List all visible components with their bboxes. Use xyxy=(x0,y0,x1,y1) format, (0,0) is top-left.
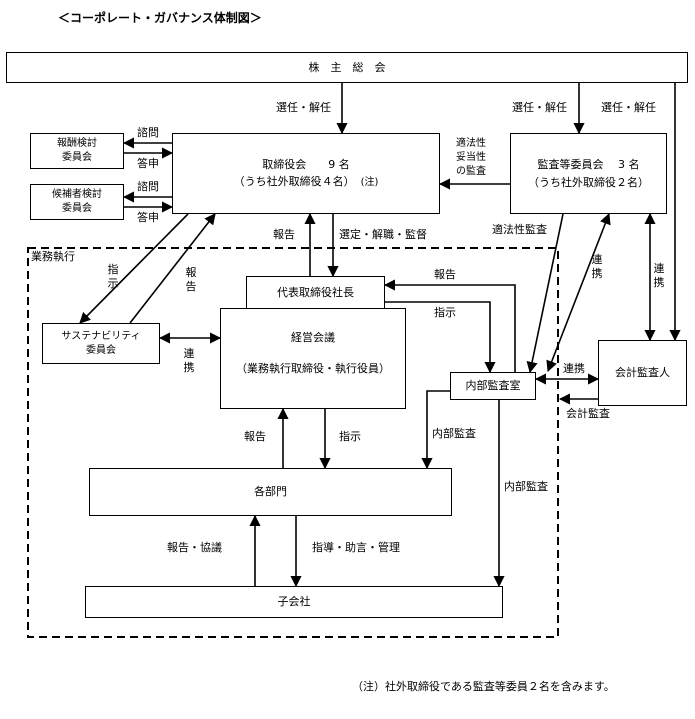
board-note-ref: (注) xyxy=(360,177,379,189)
footnote: （注）社外取締役である監査等委員２名を含みます。 xyxy=(352,680,615,693)
audit-line1: 監査等委員会 3 名 xyxy=(537,158,640,172)
president-box: 代表取締役社長 xyxy=(246,276,385,309)
label-legality-3: の監査 xyxy=(456,166,486,177)
arrow-internal-audit-dept xyxy=(421,390,450,470)
label-legality-audit: 適法性監査 xyxy=(492,223,547,236)
remuneration-line2: 委員会 xyxy=(62,152,92,163)
internal-audit-office-box: 内部監査室 xyxy=(450,372,536,400)
label-cooperate-auditor: 連携 xyxy=(653,262,665,290)
accounting-auditor-label: 会計監査人 xyxy=(615,366,670,380)
sustainability-committee-box: サステナビリティ 委員会 xyxy=(42,323,160,364)
label-elect-dismiss-3: 選任・解任 xyxy=(601,101,656,114)
remuneration-committee-box: 報酬検討 委員会 xyxy=(30,133,124,169)
label-report-sus: 報告 xyxy=(185,266,197,294)
label-report-board: 報告 xyxy=(273,228,295,241)
label-cooperate-ia: 連携 xyxy=(563,362,585,375)
arrow-report-ia xyxy=(383,279,516,372)
nomination-line1: 候補者検討 xyxy=(52,189,102,200)
label-select-dismiss-supervise: 選定・解職・監督 xyxy=(339,228,427,241)
arrow-instruct-ia xyxy=(385,301,496,374)
label-instruct-sus: 指示 xyxy=(107,263,119,291)
label-cooperate-audit: 連携 xyxy=(591,253,603,281)
board-line2: （うち社外取締役４名）(注) xyxy=(233,175,379,189)
arrow-instruct-sus xyxy=(79,213,189,324)
departments-box: 各部門 xyxy=(89,468,452,516)
shareholders-meeting-box: 株 主 総 会 xyxy=(6,52,688,83)
diagram-title: ＜コーポレート・ガバナンス体制図＞ xyxy=(58,11,262,25)
shareholders-meeting-label: 株 主 総 会 xyxy=(308,60,386,74)
label-consult-1: 諮問 xyxy=(137,126,159,139)
label-reply-2: 答申 xyxy=(137,211,159,224)
audit-line2: （うち社外取締役２名） xyxy=(528,175,649,189)
label-report-consult: 報告・協議 xyxy=(167,541,222,554)
sustainability-line2: 委員会 xyxy=(86,344,116,356)
board-line1: 取締役会 9 名 xyxy=(262,158,350,172)
label-internal-audit-1: 内部監査 xyxy=(432,427,476,440)
president-label: 代表取締役社長 xyxy=(277,285,354,299)
management-line2: （業務執行取締役・執行役員） xyxy=(236,362,390,376)
label-elect-dismiss-2: 選任・解任 xyxy=(512,101,567,114)
board-of-directors-box: 取締役会 9 名 （うち社外取締役４名）(注) xyxy=(172,133,440,214)
remuneration-line1: 報酬検討 xyxy=(57,138,97,149)
arrow-cooperate-audit-ia xyxy=(546,212,611,373)
sustainability-line1: サステナビリティ xyxy=(61,330,141,342)
accounting-auditor-box: 会計監査人 xyxy=(598,340,687,406)
label-elect-dismiss-1: 選任・解任 xyxy=(276,101,331,114)
business-execution-region xyxy=(27,247,559,638)
label-legality-1: 適法性 xyxy=(456,138,486,149)
label-report-dept: 報告 xyxy=(244,430,266,443)
label-accounting-audit: 会計監査 xyxy=(566,407,610,420)
label-report-ia: 報告 xyxy=(434,268,456,281)
label-instruct-dept: 指示 xyxy=(339,430,361,443)
nomination-committee-box: 候補者検討 委員会 xyxy=(30,184,124,220)
management-line1: 経営会議 xyxy=(291,331,335,344)
departments-label: 各部門 xyxy=(254,485,287,499)
label-consult-2: 諮問 xyxy=(137,180,159,193)
audit-committee-box: 監査等委員会 3 名 （うち社外取締役２名） xyxy=(510,133,667,214)
label-cooperate-sus: 連携 xyxy=(183,347,195,375)
arrow-report-sus xyxy=(129,213,216,324)
label-internal-audit-2: 内部監査 xyxy=(504,480,548,493)
label-reply-1: 答申 xyxy=(137,157,159,170)
management-meeting-box: 経営会議 （業務執行取締役・執行役員） xyxy=(220,308,406,409)
label-legality-2: 妥当性 xyxy=(456,152,486,163)
internal-audit-label: 内部監査室 xyxy=(465,379,521,393)
label-guide-advise-manage: 指導・助言・管理 xyxy=(312,541,400,554)
subsidiaries-label: 子会社 xyxy=(277,595,311,609)
subsidiaries-box: 子会社 xyxy=(85,586,503,618)
label-instruct-ia: 指示 xyxy=(434,306,456,319)
label-business-execution: 業務執行 xyxy=(31,250,75,263)
nomination-line2: 委員会 xyxy=(62,203,92,214)
